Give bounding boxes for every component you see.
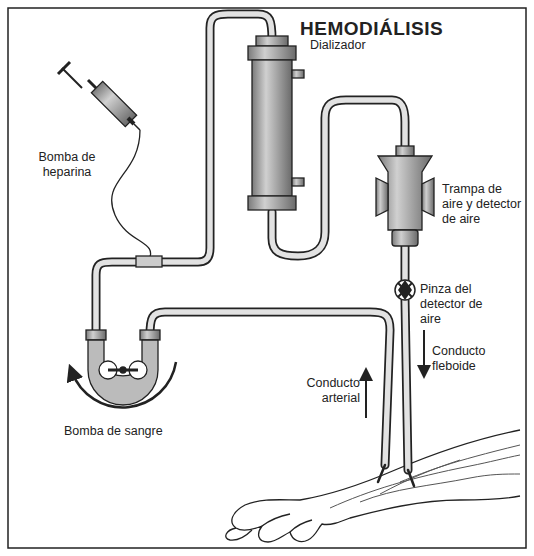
- heparin-syringe: [58, 62, 162, 267]
- dialyzer-label: Dializador: [310, 38, 400, 53]
- air-trap: [376, 146, 434, 246]
- heparin-pump-label: Bomba de heparina: [24, 150, 110, 180]
- air-detector-clamp: [395, 280, 415, 300]
- diagram-title: HEMODIÁLISIS: [300, 18, 443, 41]
- air-trap-label: Trampa de aire y detector de aire: [442, 182, 526, 227]
- venous-line-label: Conducto fleboide: [432, 344, 512, 374]
- clamp-label: Pinza del detector de aire: [420, 282, 504, 327]
- venous-flow-arrow: [423, 330, 425, 372]
- arm: [226, 430, 520, 542]
- blood-pump-label: Bomba de sangre: [64, 424, 184, 439]
- arterial-flow-arrow: [365, 374, 367, 418]
- arterial-line-label: Conducto arterial: [290, 376, 360, 406]
- dialyzer: [248, 36, 304, 210]
- frame: [8, 8, 526, 548]
- blood-pump: [72, 330, 176, 407]
- blood-tubing: [96, 14, 414, 486]
